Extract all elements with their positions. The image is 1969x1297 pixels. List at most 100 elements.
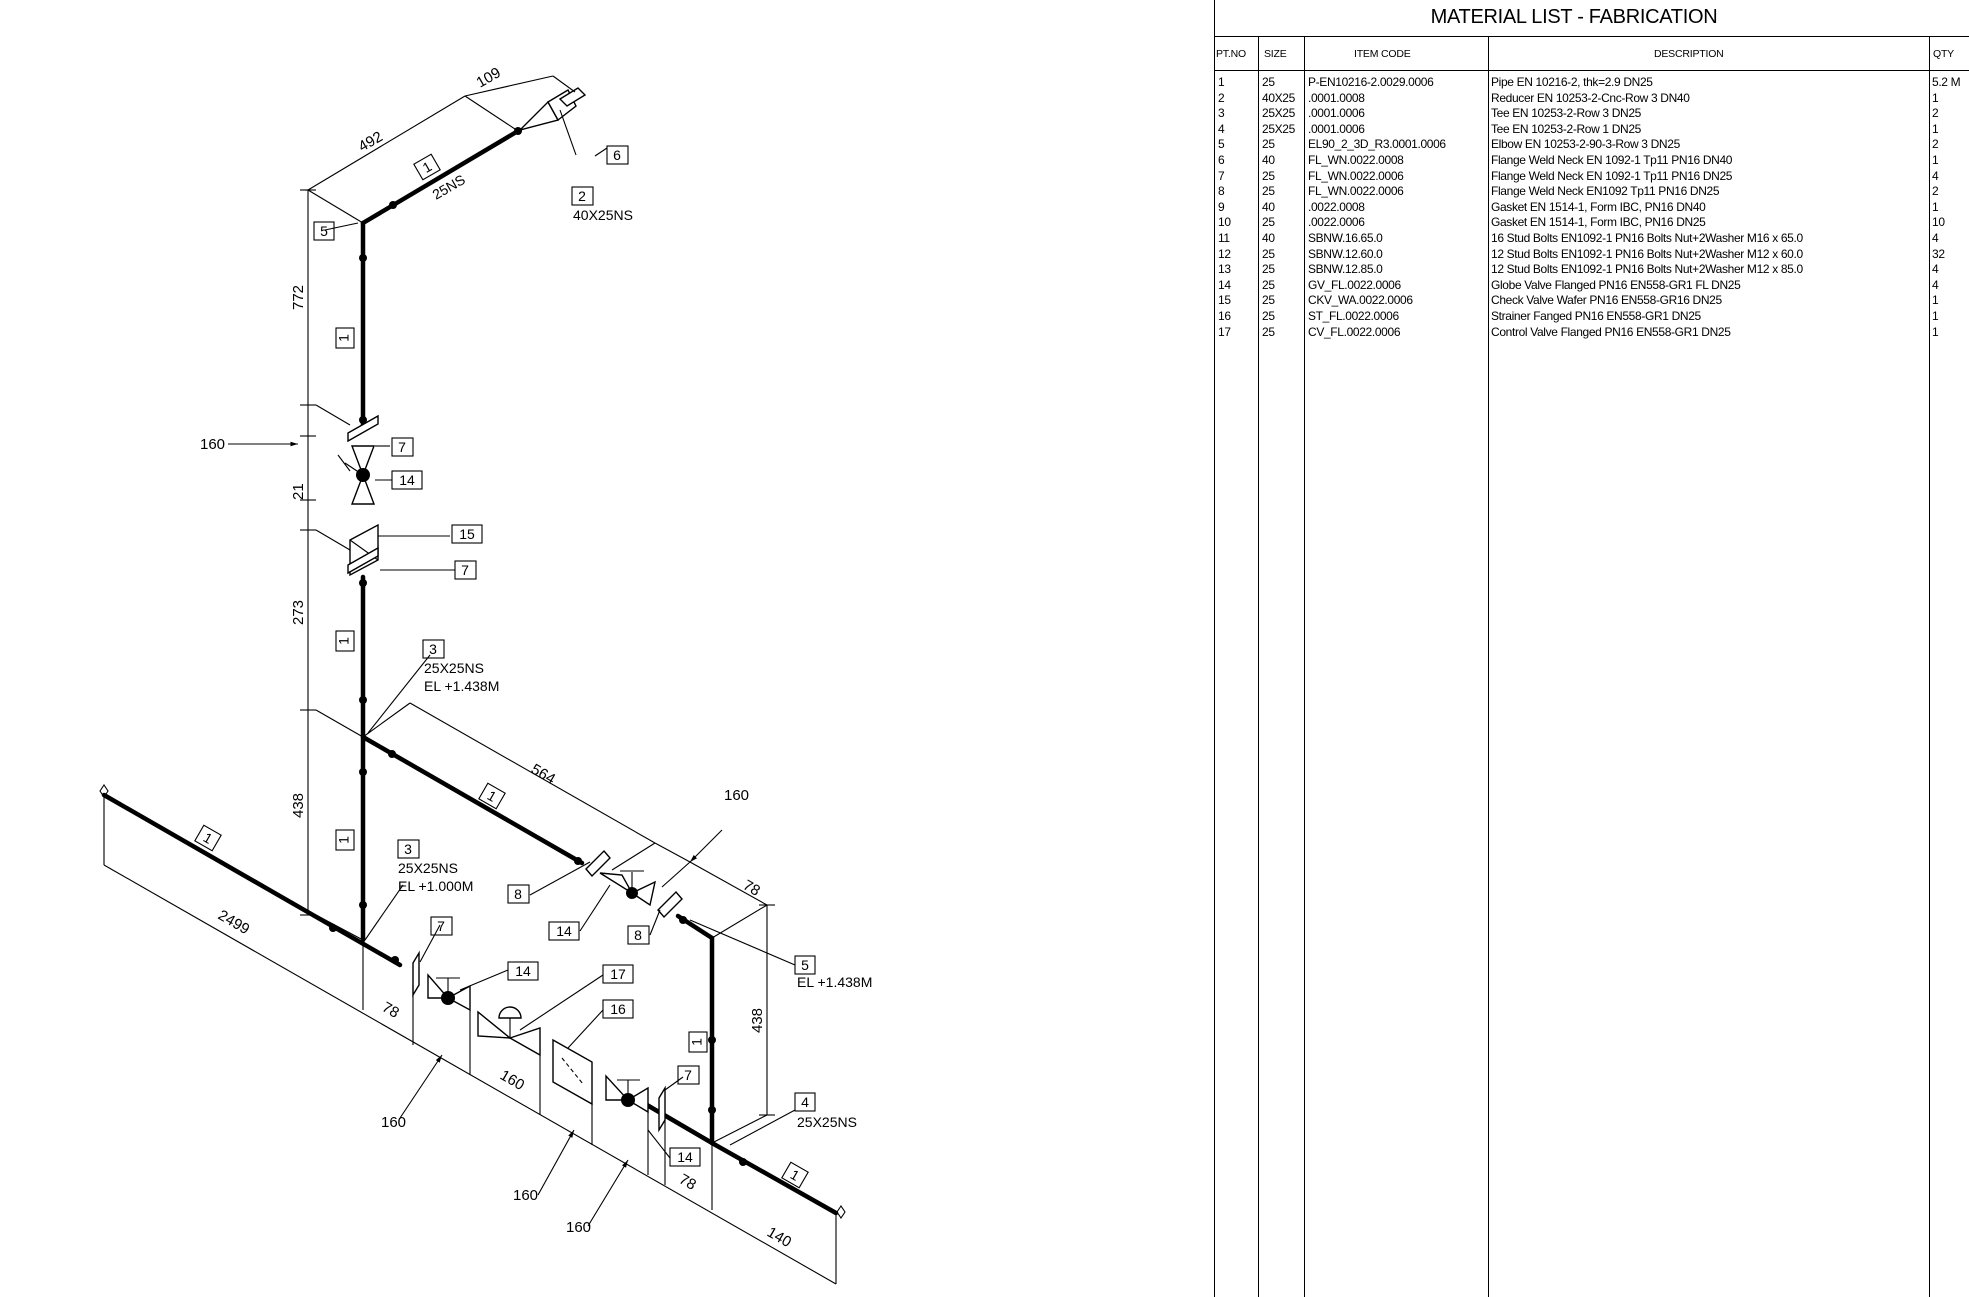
- item-code-cell: .0001.0008: [1308, 90, 1365, 105]
- svg-text:3: 3: [429, 641, 437, 657]
- tee-low-size-note: 25X25NS: [398, 860, 458, 876]
- flange-8-a-symbol: [585, 849, 611, 878]
- item-code-cell: FL_WN.0022.0006: [1308, 184, 1404, 199]
- item-code-cell: GV_FL.0022.0006: [1308, 277, 1401, 292]
- svg-text:7: 7: [398, 439, 406, 455]
- dim-78-b: 78: [379, 999, 402, 1022]
- flange-8-b-symbol: [657, 890, 683, 919]
- pipe-end-symbols: [99, 784, 846, 1219]
- qty-cell: 1: [1932, 293, 1939, 308]
- pt-no-cell: 4: [1218, 121, 1225, 136]
- item-code-cell: CV_FL.0022.0006: [1308, 324, 1401, 339]
- description-cell: Flange Weld Neck EN 1092-1 Tp11 PN16 DN2…: [1491, 168, 1733, 183]
- dim-140: 140: [764, 1224, 794, 1251]
- pt-no-cell: 16: [1218, 309, 1231, 323]
- description-cell: Control Valve Flanged PN16 EN558-GR1 DN2…: [1491, 324, 1731, 339]
- part-tag: 5: [313, 221, 335, 241]
- strainer-symbol: [552, 1038, 593, 1106]
- item-code-cell: .0022.0006: [1308, 215, 1365, 230]
- svg-text:1: 1: [201, 829, 216, 847]
- description-cell: Check Valve Wafer PN16 EN558-GR16 DN25: [1491, 293, 1722, 308]
- svg-text:1: 1: [336, 836, 352, 844]
- item-code-cell: EL90_2_3D_R3.0001.0006: [1308, 137, 1446, 152]
- pt-no-cell: 14: [1218, 277, 1231, 292]
- dim-160-c: 160: [381, 1114, 406, 1131]
- dim-78-a: 78: [740, 877, 763, 900]
- description-cell: Gasket EN 1514-1, Form IBC, PN16 DN40: [1491, 199, 1706, 214]
- size-cell: 25: [1262, 293, 1275, 308]
- part-tag: 7: [430, 916, 453, 936]
- qty-cell: 4: [1932, 277, 1939, 292]
- part-tag: 15: [451, 524, 483, 544]
- svg-text:6: 6: [613, 147, 621, 163]
- item-code-cell: FL_WN.0022.0008: [1308, 153, 1404, 167]
- dim-273: 273: [290, 600, 307, 625]
- description-cell: Flange Weld Neck EN1092 Tp11 PN16 DN25: [1491, 184, 1720, 199]
- item-code-cell: SBNW.16.65.0: [1308, 231, 1383, 245]
- size-cell: 25: [1262, 246, 1275, 261]
- part-tag: 1: [413, 153, 441, 181]
- pt-no-cell: 13: [1218, 262, 1231, 277]
- part-tag: 14: [391, 470, 423, 490]
- size-cell: 25: [1262, 277, 1275, 292]
- svg-text:17: 17: [610, 966, 626, 982]
- svg-text:1: 1: [689, 1038, 705, 1046]
- part-tag: 3: [397, 839, 420, 859]
- qty-cell: 32: [1932, 246, 1945, 261]
- part-tag: 7: [454, 560, 477, 580]
- pt-no-cell: 1: [1218, 75, 1225, 89]
- part-tag: 1: [335, 327, 355, 349]
- col-header-description: DESCRIPTION: [1654, 48, 1724, 60]
- part-tags: 6 2 1 5 1 7 14 15 7 1 3 1 1 1 3 8 14 8 5…: [194, 145, 816, 1189]
- flange-7-bottom-b-symbol: [658, 1085, 666, 1133]
- size-cell: 25: [1262, 324, 1275, 339]
- size-cell: 25: [1262, 137, 1275, 152]
- dimension-texts: 109 492 772 160 21 273 438 564 160 78 43…: [200, 64, 794, 1251]
- control-valve-symbol: [477, 1006, 541, 1057]
- svg-text:8: 8: [514, 886, 522, 902]
- svg-text:1: 1: [420, 158, 435, 176]
- col-header-size: SIZE: [1264, 48, 1287, 60]
- dim-438-b: 438: [749, 1008, 766, 1033]
- qty-cell: 1: [1932, 121, 1939, 136]
- globe-valve-bottom-a-symbol: [427, 973, 471, 1012]
- svg-text:4: 4: [801, 1094, 809, 1110]
- item-code-cell: .0001.0006: [1308, 121, 1365, 136]
- item-code-cell: .0001.0006: [1308, 106, 1365, 121]
- qty-cell: 1: [1932, 153, 1939, 167]
- part-tag: 7: [677, 1065, 700, 1085]
- description-cell: Gasket EN 1514-1, Form IBC, PN16 DN25: [1491, 215, 1706, 230]
- dim-160-b: 160: [724, 787, 749, 804]
- globe-valve-branch-symbol: [599, 870, 656, 907]
- dim-21: 21: [290, 483, 307, 500]
- svg-text:14: 14: [556, 923, 572, 939]
- pt-no-cell: 10: [1218, 215, 1231, 230]
- size-cell: 40: [1262, 199, 1275, 214]
- col-header-qty: QTY: [1933, 48, 1954, 60]
- pt-no-cell: 5: [1218, 137, 1225, 152]
- svg-text:16: 16: [610, 1001, 626, 1017]
- svg-text:15: 15: [459, 526, 475, 542]
- qty-cell: 2: [1932, 106, 1939, 121]
- part-tag: 8: [507, 884, 530, 904]
- part-tag: 3: [422, 639, 445, 659]
- size-cell: 25X25: [1262, 106, 1295, 121]
- description-cell: Strainer Fanged PN16 EN558-GR1 DN25: [1491, 309, 1701, 323]
- svg-text:7: 7: [684, 1067, 692, 1083]
- description-cell: 12 Stud Bolts EN1092-1 PN16 Bolts Nut+2W…: [1491, 262, 1803, 277]
- pt-no-cell: 11: [1218, 231, 1230, 245]
- part-tag: 5: [794, 955, 816, 975]
- size-cell: 40: [1262, 153, 1275, 167]
- qty-cell: 10: [1932, 215, 1945, 230]
- item-code-cell: SBNW.12.85.0: [1308, 262, 1383, 277]
- flange-7-top-symbol: [347, 414, 379, 443]
- flange-7-lower-symbol: [347, 546, 379, 575]
- svg-text:7: 7: [437, 918, 445, 934]
